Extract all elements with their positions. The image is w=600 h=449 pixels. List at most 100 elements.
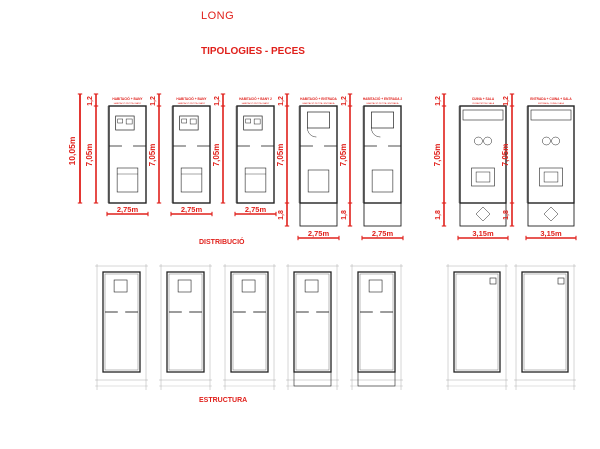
unit-outer-wall [363,105,402,204]
bottom-band-label: 1,8 [503,210,510,220]
unit-outer-wall [459,105,507,204]
structure-balcony [293,371,332,387]
toilet-fixture [181,118,187,124]
sink-fixture [125,118,133,125]
structure-inner-wall [523,273,567,371]
coffee-table [475,171,491,183]
structure-outer-wall [521,271,569,373]
unit-type-label: HABITACIÓ + ENTRADA [300,96,337,101]
main-height-label: 7,05m [85,144,94,167]
balcony-outline [299,202,338,227]
unit-width-label: 2,75m [245,205,267,214]
bed-fixture [371,169,394,193]
structure-core [177,279,192,293]
section-label-distribution: DISTRIBUCIÓ [199,239,245,246]
structure-inner-wall [232,273,267,371]
main-height-label: 7,05m [212,144,221,167]
dining-table [551,136,560,146]
top-band-label: 1,2 [278,96,285,106]
sink-fixture [189,118,197,125]
dining-table [542,136,551,146]
unit-type-label: HABITACIÓ + BANY [176,96,207,101]
unit-type-note: HABITACIÓ PETITA I ENTRADA [367,102,399,105]
unit-width-label: 3,15m [472,229,494,238]
balcony-table [543,206,559,222]
structure-inner-wall [295,273,330,371]
unit-type-label: HABITACIÓ + BANY 2 [239,96,272,101]
structure-outer-wall [293,271,332,373]
unit-type-note: HABITACIÓ PETITA I BANY [178,102,206,105]
bathroom-zone [179,115,199,131]
unit-width-label: 3,15m [540,229,562,238]
bed-fixture [116,167,139,193]
top-band-label: 1,2 [435,96,442,106]
unit-width-label: 2,75m [181,205,203,214]
top-band-label: 1,2 [150,96,157,106]
sofa-fixture [539,167,563,187]
unit-type-note: CUINA PETITA I SALA [472,102,495,105]
structure-inner-wall [168,273,203,371]
bottom-band-label: 1,8 [278,210,285,220]
unit-type-note: HABITACIÓ PETITA I BANY [242,102,270,105]
top-band-label: 1,2 [341,96,348,106]
unit-outer-wall [172,105,211,204]
unit-width-label: 2,75m [372,229,394,238]
balcony-table [475,206,491,222]
structure-outer-wall [453,271,501,373]
structure-outer-wall [102,271,141,373]
structure-balcony [357,371,396,387]
unit-type-label: ENTRADA + CUINA + SALA [530,97,572,101]
unit-type-label: CUINA + SALA [472,97,495,101]
section-label-structure: ESTRUCTURA [199,397,248,404]
balcony-outline [459,202,507,227]
structure-core [113,279,128,293]
toilet-fixture [117,118,123,124]
structure-inner-wall [104,273,139,371]
structure-outer-wall [166,271,205,373]
unit-type-label: HABITACIÓ + BANY [112,96,143,101]
structure-outer-wall [357,271,396,373]
dining-table [483,136,492,146]
bottom-band-label: 1,8 [435,210,442,220]
unit-outer-wall [108,105,147,204]
top-band-label: 1,2 [214,96,221,106]
top-band-label: 1,2 [503,96,510,106]
main-height-label: 7,05m [339,144,348,167]
bed-fixture [307,169,330,193]
door-swing [307,127,317,138]
bathroom-zone [243,115,263,131]
balcony-outline [527,202,575,227]
sink-fixture [253,118,261,125]
bed-fixture [244,167,267,193]
structure-inner-wall [455,273,499,371]
unit-outer-wall [527,105,575,204]
unit-type-note: HABITACIÓ PETITA I ENTRADA [303,102,335,105]
balcony-outline [363,202,402,227]
coffee-table [543,171,559,183]
main-height-label: 7,05m [276,144,285,167]
bed-fixture [180,167,203,193]
structure-core [241,279,256,293]
door-swing [371,127,381,138]
overall-height-label: 10,05m [67,136,77,165]
structure-column [489,277,497,285]
structure-column [557,277,565,285]
bathroom-zone [115,115,135,131]
unit-type-note: ENTRADA, CUINA I SALA [538,102,564,105]
toilet-fixture [245,118,251,124]
kitchen-counter [462,109,504,121]
unit-width-label: 2,75m [308,229,330,238]
unit-width-label: 2,75m [117,205,139,214]
bottom-band-label: 1,8 [341,210,348,220]
structure-core [368,279,383,293]
unit-type-label: HABITACIÓ + ENTRADA 2 [363,96,402,101]
structure-outer-wall [230,271,269,373]
structure-inner-wall [359,273,394,371]
main-height-label: 7,05m [501,144,510,167]
top-band-label: 1,2 [87,96,94,106]
kitchen-counter [530,109,572,121]
entry-closet [307,111,330,129]
structure-core [304,279,319,293]
unit-type-note: HABITACIÓ PETITA I BANY [114,102,142,105]
main-height-label: 7,05m [148,144,157,167]
